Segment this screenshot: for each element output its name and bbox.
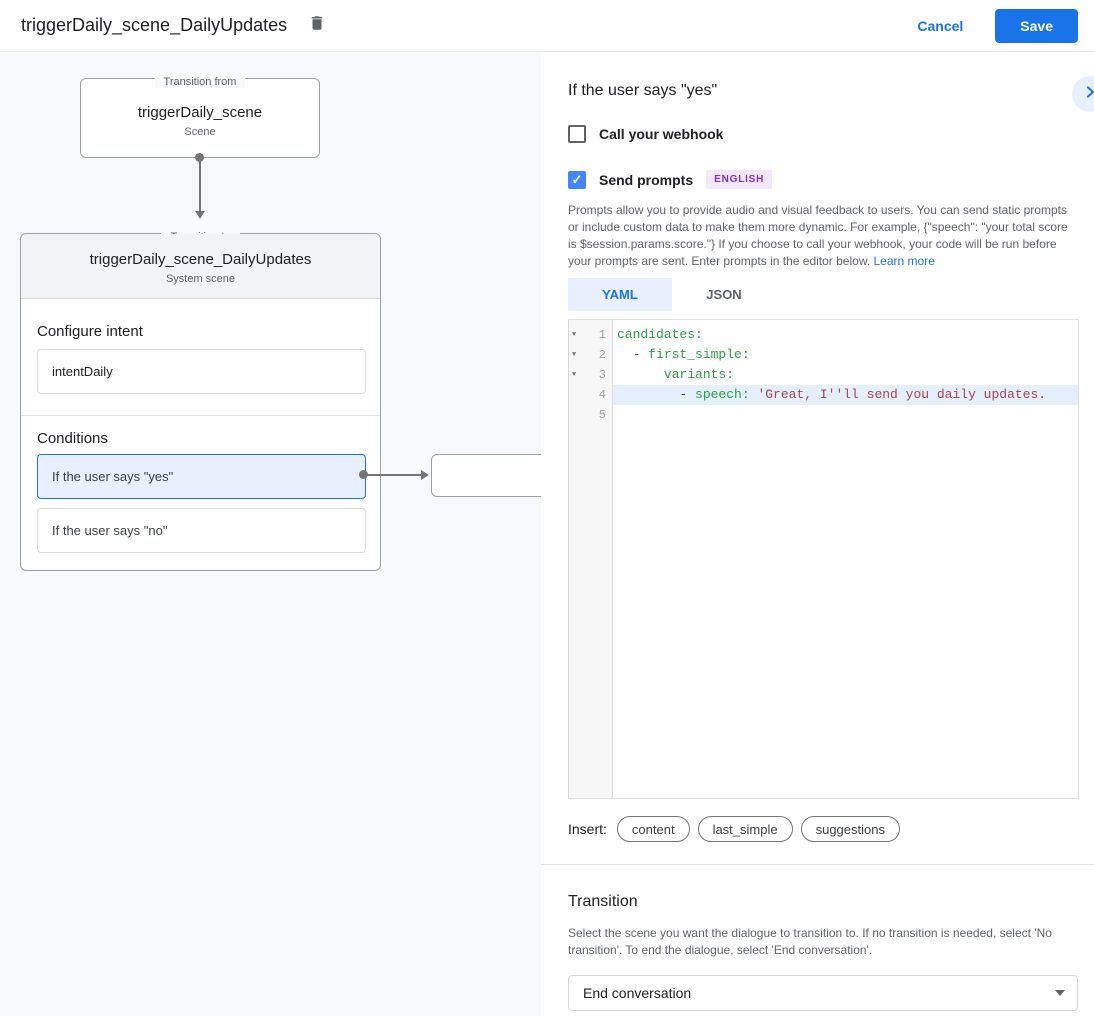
- trash-icon: [308, 13, 326, 38]
- fold-arrow-icon[interactable]: ▼: [572, 351, 577, 359]
- card-divider: [21, 415, 380, 416]
- intent-value: intentDaily: [52, 364, 113, 379]
- connector-line-vertical: [199, 158, 201, 212]
- send-prompts-checkbox[interactable]: ✓: [568, 170, 586, 189]
- code-text: - first_simple:: [617, 347, 750, 362]
- chevron-right-icon: [1080, 82, 1094, 107]
- condition-detail-panel: If the user says "yes" ✓ Call your webho…: [541, 52, 1094, 1016]
- top-bar: triggerDaily_scene_DailyUpdates Cancel S…: [0, 0, 1094, 52]
- to-scene-type: System scene: [165, 273, 236, 285]
- editor-line[interactable]: 4 - speech: 'Great, I''ll send you daily…: [569, 385, 1078, 405]
- editor-line[interactable]: ▼3 variants:: [569, 365, 1078, 385]
- line-number: ▼3: [569, 365, 613, 385]
- editor-line[interactable]: ▼2 - first_simple:: [569, 345, 1078, 365]
- connector-line-horizontal: [366, 474, 421, 476]
- panel-title: If the user says "yes": [568, 82, 718, 99]
- code-text: candidates:: [617, 327, 703, 342]
- code-text: [613, 405, 1078, 425]
- arrow-down-icon: [195, 211, 205, 219]
- dropdown-caret-icon: [1055, 990, 1065, 996]
- insert-label: Insert:: [568, 821, 607, 837]
- transition-title: Transition: [568, 893, 638, 910]
- transition-to-card: Transition to triggerDaily_scene_DailyUp…: [20, 231, 381, 571]
- panel-divider: [541, 864, 1094, 865]
- transition-description: Select the scene you want the dialogue t…: [568, 926, 1052, 957]
- line-number: 4: [598, 388, 606, 402]
- connector-dot: [195, 153, 204, 162]
- learn-more-link[interactable]: Learn more: [873, 254, 935, 268]
- conditions-label: Conditions: [37, 430, 108, 447]
- code-text: - speech: 'Great, I''ll send you daily u…: [613, 385, 1078, 405]
- transition-from-legend: Transition from: [81, 72, 319, 90]
- intent-input[interactable]: intentDaily: [37, 349, 366, 394]
- code-text: variants:: [663, 367, 735, 382]
- cancel-button[interactable]: Cancel: [917, 17, 964, 34]
- prompts-description: Prompts allow you to provide audio and v…: [568, 203, 1068, 268]
- arrow-right-icon: [421, 470, 429, 480]
- page-title: triggerDaily_scene_DailyUpdates: [21, 15, 288, 35]
- to-scene-header: triggerDaily_scene_DailyUpdates System s…: [21, 234, 380, 299]
- line-number: 5: [598, 408, 606, 422]
- line-number: ▼1: [569, 325, 613, 345]
- condition-target-box[interactable]: [431, 454, 541, 497]
- to-scene-name: triggerDaily_scene_DailyUpdates: [89, 251, 312, 268]
- fold-arrow-icon[interactable]: ▼: [572, 331, 577, 339]
- fold-arrow-icon[interactable]: ▼: [572, 371, 577, 379]
- editor-gutter: [569, 320, 613, 798]
- condition-item[interactable]: If the user says "yes": [37, 454, 366, 499]
- from-scene-name: triggerDaily_scene: [137, 104, 263, 121]
- transition-selected-value: End conversation: [583, 985, 692, 1001]
- insert-chips: content last_simple suggestions: [616, 816, 908, 842]
- line-number: ▼2: [569, 345, 613, 365]
- save-button[interactable]: Save: [995, 8, 1078, 43]
- insert-chip-content[interactable]: content: [616, 816, 690, 842]
- editor-line[interactable]: ▼1 candidates:: [569, 325, 1078, 345]
- insert-row: Insert: content last_simple suggestions: [568, 816, 1078, 842]
- condition-item[interactable]: If the user says "no": [37, 508, 366, 553]
- transition-select[interactable]: End conversation: [568, 975, 1078, 1011]
- tab-json[interactable]: JSON: [706, 287, 742, 302]
- editor-tabs: YAML JSON: [568, 278, 1078, 311]
- transition-from-box[interactable]: Transition from triggerDaily_scene Scene: [80, 76, 320, 158]
- check-icon: ✓: [571, 172, 583, 187]
- tab-yaml[interactable]: YAML: [568, 278, 672, 311]
- configure-intent-label: Configure intent: [37, 323, 143, 340]
- condition-connector-dot: [359, 470, 368, 479]
- condition-label: If the user says "yes": [52, 469, 174, 484]
- insert-chip-last_simple[interactable]: last_simple: [697, 816, 793, 842]
- webhook-label: Call your webhook: [599, 126, 724, 142]
- webhook-checkbox[interactable]: ✓: [568, 125, 586, 143]
- insert-chip-suggestions[interactable]: suggestions: [800, 816, 900, 842]
- send-prompts-label: Send prompts: [599, 171, 694, 188]
- scene-flow-canvas: Transition from triggerDaily_scene Scene…: [0, 52, 541, 1016]
- condition-label: If the user says "no": [52, 523, 168, 538]
- delete-scene-button[interactable]: [305, 14, 329, 38]
- collapse-panel-button[interactable]: [1072, 76, 1094, 112]
- editor-line[interactable]: 5: [569, 405, 1078, 425]
- from-scene-type: Scene: [184, 126, 216, 138]
- language-badge: ENGLISH: [706, 170, 773, 189]
